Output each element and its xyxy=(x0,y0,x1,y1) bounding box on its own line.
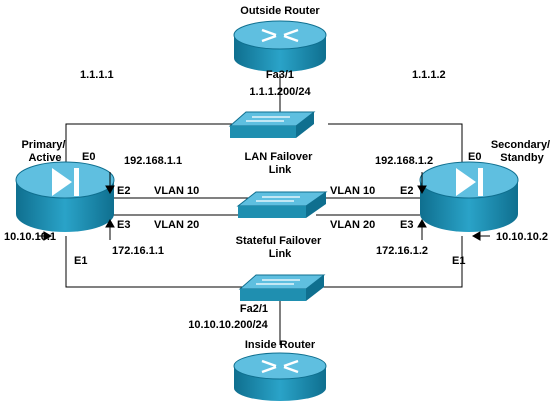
outside-primary-ip: 1.1.1.1 xyxy=(80,69,114,81)
secondary-e0-link xyxy=(328,123,463,168)
arrows xyxy=(38,172,490,241)
secondary-label-line-2: Standby xyxy=(500,152,544,164)
arrowhead-inside-secondary xyxy=(471,231,481,241)
outside-router-icon xyxy=(233,20,327,72)
lan-failover-line-2: Link xyxy=(269,164,292,176)
primary-label-line-2: Active xyxy=(28,152,61,164)
primary-label: Primary/ Active xyxy=(21,139,68,164)
secondary-vlan10-label: VLAN 10 xyxy=(330,185,375,197)
secondary-e1-label: E1 xyxy=(452,255,465,267)
secondary-lan-ip: 192.168.1.2 xyxy=(375,155,433,167)
primary-stateful-ip: 172.16.1.1 xyxy=(112,245,164,257)
inside-secondary-ip: 10.10.10.2 xyxy=(496,231,548,243)
stateful-failover-label: Stateful Failover Link xyxy=(236,235,325,260)
inside-router-icon xyxy=(233,352,327,401)
wires xyxy=(65,74,463,345)
secondary-e1-link xyxy=(318,236,463,288)
secondary-label-line: Secondary/ xyxy=(491,139,550,151)
inside-primary-ip: 10.10.10.1 xyxy=(4,231,56,243)
arrowhead-stateful-primary xyxy=(105,218,115,228)
lan-failover-label: LAN Failover Link xyxy=(245,151,316,176)
arrowhead-stateful-secondary xyxy=(417,218,427,228)
outside-router-label: Outside Router xyxy=(240,5,320,17)
secondary-stateful-ip: 172.16.1.2 xyxy=(376,245,428,257)
primary-e1-link xyxy=(65,236,242,288)
stateful-failover-line: Stateful Failover xyxy=(236,235,322,247)
failover-switch-icon xyxy=(236,191,328,218)
secondary-label: Secondary/ Standby xyxy=(491,139,553,164)
primary-vlan20-label: VLAN 20 xyxy=(154,219,199,231)
arrowhead-lan-primary xyxy=(105,185,115,195)
arrowhead-lan-secondary xyxy=(417,185,427,195)
outside-secondary-ip: 1.1.1.2 xyxy=(412,69,446,81)
inside-router-ip: 10.10.10.200/24 xyxy=(188,319,268,331)
primary-e0-label: E0 xyxy=(82,151,95,163)
outside-router-ip: 1.1.1.200/24 xyxy=(249,86,311,98)
stateful-failover-line-2: Link xyxy=(269,248,292,260)
inside-router-interface: Fa2/1 xyxy=(240,303,268,315)
primary-e0-link xyxy=(65,123,232,168)
outside-switch-icon xyxy=(228,111,316,138)
primary-label-line: Primary/ xyxy=(21,139,65,151)
secondary-e2-label: E2 xyxy=(400,185,413,197)
primary-firewall-icon xyxy=(15,161,115,232)
inside-router-label: Inside Router xyxy=(245,339,316,351)
secondary-firewall-icon xyxy=(419,161,519,232)
outside-router-interface: Fa3/1 xyxy=(266,69,294,81)
inside-switch-icon xyxy=(238,274,326,301)
primary-lan-ip: 192.168.1.1 xyxy=(124,155,182,167)
primary-e1-label: E1 xyxy=(74,255,87,267)
secondary-vlan20-label: VLAN 20 xyxy=(330,219,375,231)
secondary-e3-label: E3 xyxy=(400,219,413,231)
arrowhead-inside-primary xyxy=(43,231,53,241)
primary-e3-label: E3 xyxy=(117,219,130,231)
primary-e2-label: E2 xyxy=(117,185,130,197)
primary-vlan10-label: VLAN 10 xyxy=(154,185,199,197)
lan-failover-line: LAN Failover xyxy=(245,151,314,163)
secondary-e0-label: E0 xyxy=(468,151,481,163)
